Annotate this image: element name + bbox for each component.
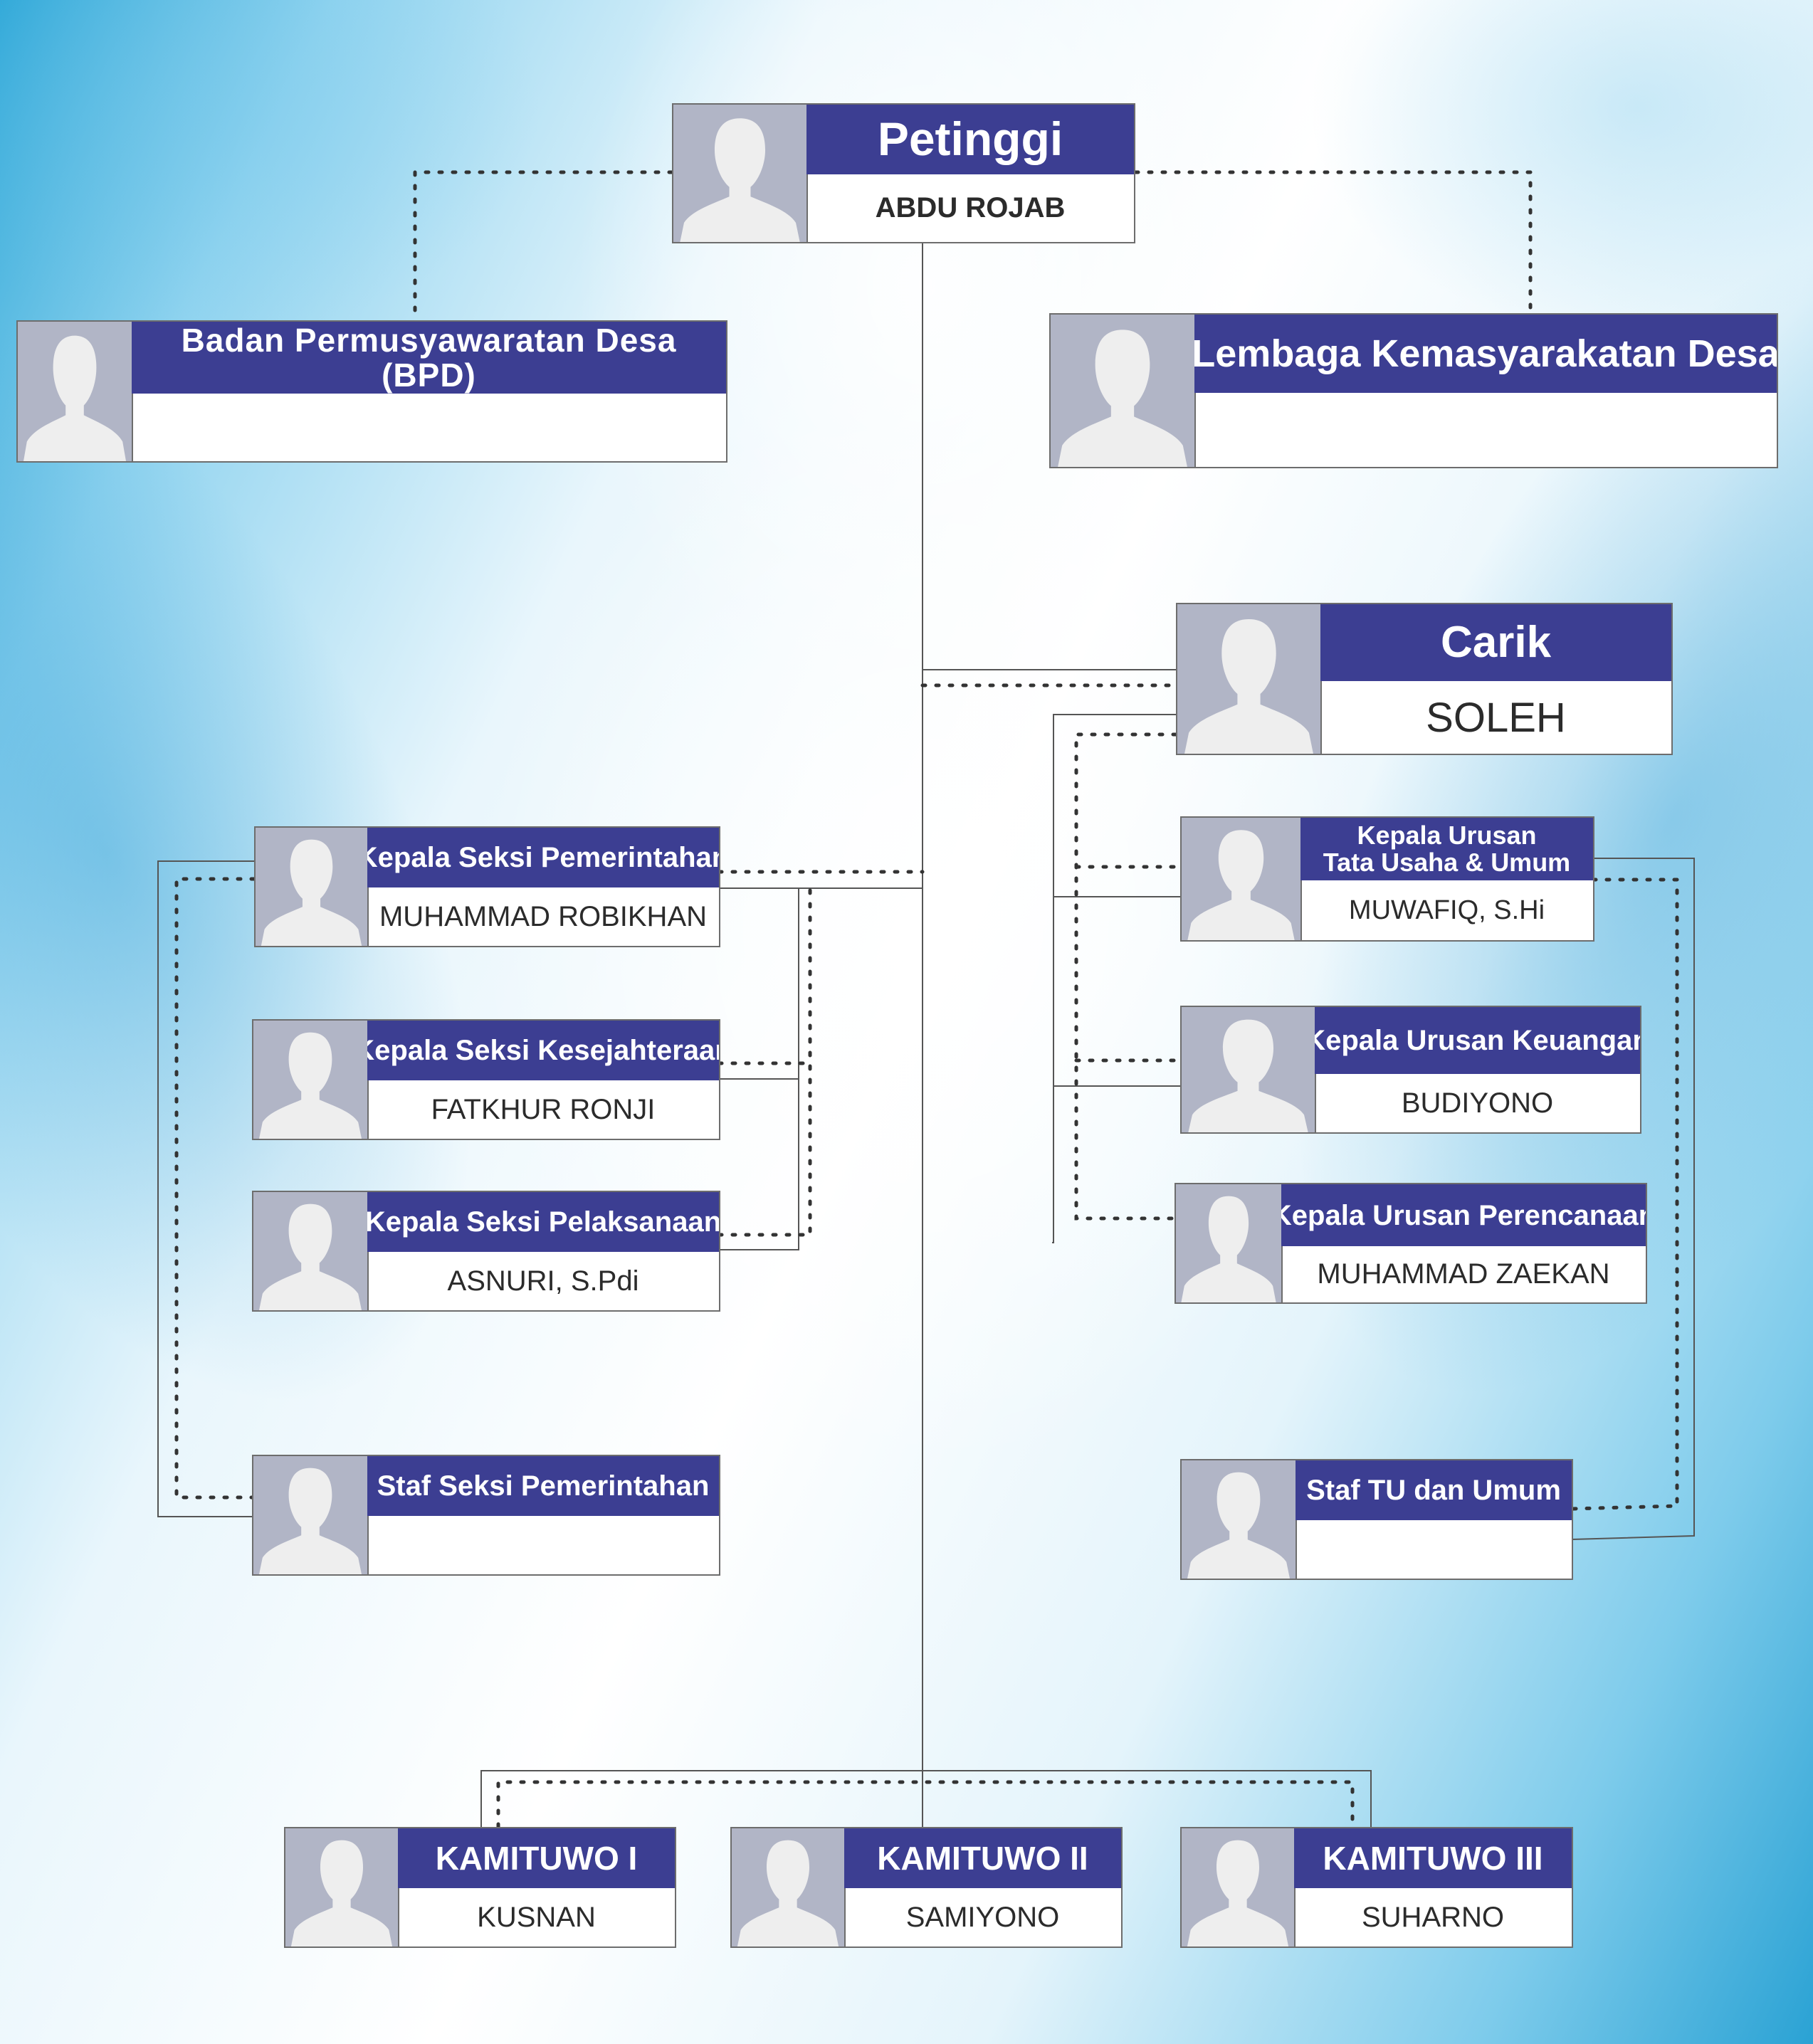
title-title-line2: (BPD) — [382, 356, 476, 394]
position-title: KAMITUWO I — [398, 1828, 675, 1888]
person-silhouette-icon — [290, 1840, 393, 1946]
person-silhouette-icon — [737, 1840, 839, 1946]
person-silhouette-icon — [1187, 830, 1295, 940]
person-name — [367, 1516, 719, 1574]
photo-placeholder — [18, 322, 133, 461]
position-title: KAMITUWO II — [844, 1828, 1121, 1888]
person-silhouette-icon — [259, 1032, 362, 1139]
person-name: SUHARNO — [1361, 1901, 1505, 1933]
title-title-line1: Badan Permusyawaratan Desa — [181, 322, 677, 359]
card-kamituwo-1: KAMITUWO I KUSNAN — [284, 1827, 676, 1948]
photo-placeholder — [732, 1828, 846, 1946]
person-name — [1296, 1520, 1572, 1579]
person-silhouette-icon — [1187, 1840, 1289, 1946]
card-staf-pemerintahan: Staf Seksi Pemerintahan — [252, 1455, 720, 1576]
photo-placeholder — [1051, 315, 1196, 467]
person-name: FATKHUR RONJI — [431, 1093, 656, 1125]
position-title: Staf TU dan Umum — [1296, 1460, 1572, 1520]
person-name: KUSNAN — [477, 1901, 596, 1933]
person-name: SOLEH — [1426, 694, 1566, 741]
person-silhouette-icon — [259, 1468, 362, 1574]
card-staf-tu: Staf TU dan Umum — [1180, 1459, 1573, 1580]
person-silhouette-icon — [1058, 330, 1187, 467]
person-silhouette-icon — [261, 839, 362, 946]
person-name: SAMIYONO — [905, 1901, 1060, 1933]
person-name: BUDIYONO — [1401, 1087, 1554, 1119]
photo-placeholder — [285, 1828, 399, 1946]
person-silhouette-icon — [1188, 1019, 1308, 1132]
photo-placeholder — [253, 1192, 369, 1310]
person-name: ABDU ROJAB — [875, 192, 1066, 223]
position-title: Kepala Urusan Perencanaan — [1281, 1184, 1646, 1246]
person-silhouette-icon — [259, 1203, 362, 1310]
position-title: Kepala Seksi Pelaksanaan — [367, 1192, 719, 1252]
photo-placeholder — [1182, 1460, 1297, 1579]
photo-placeholder — [1177, 604, 1322, 754]
position-title: Petinggi — [806, 105, 1134, 174]
position-title: Kepala Seksi Kesejahteraan — [367, 1021, 719, 1080]
card-bpd: Badan Permusyawaratan Desa(BPD) — [16, 320, 727, 463]
person-name: MUHAMMAD ROBIKHAN — [379, 900, 708, 932]
solid-connectors — [157, 243, 1695, 1827]
position-title: Kepala Seksi Pemerintahan — [367, 828, 719, 887]
position-title: Lembaga Kemasyarakatan Desa — [1194, 315, 1777, 393]
person-silhouette-icon — [1184, 619, 1313, 754]
person-name: ASNURI, S.Pdi — [447, 1265, 639, 1297]
title-title-line2: Tata Usaha & Umum — [1323, 848, 1571, 877]
title-title-line1: Kepala Urusan — [1357, 821, 1537, 850]
position-title: Kepala Urusan Keuangan — [1315, 1007, 1640, 1074]
person-silhouette-icon — [680, 118, 800, 242]
position-title: KAMITUWO III — [1294, 1828, 1572, 1888]
position-title: Staf Seksi Pemerintahan — [367, 1456, 719, 1516]
card-lkd: Lembaga Kemasyarakatan Desa — [1049, 313, 1778, 468]
person-silhouette-icon — [23, 335, 126, 461]
photo-placeholder — [1182, 818, 1302, 940]
photo-placeholder — [1176, 1184, 1283, 1302]
photo-placeholder — [256, 828, 369, 946]
photo-placeholder — [253, 1456, 369, 1574]
person-name: MUWAFIQ, S.Hi — [1348, 895, 1545, 925]
card-kamituwo-2: KAMITUWO II SAMIYONO — [730, 1827, 1123, 1948]
position-title: Badan Permusyawaratan Desa(BPD) — [132, 322, 726, 394]
person-silhouette-icon — [1181, 1196, 1276, 1302]
card-kamituwo-3: KAMITUWO III SUHARNO — [1180, 1827, 1573, 1948]
person-name — [132, 394, 726, 461]
position-title: Carik — [1320, 604, 1671, 681]
person-name: MUHAMMAD ZAEKAN — [1317, 1258, 1610, 1290]
photo-placeholder — [673, 105, 808, 242]
photo-placeholder — [1182, 1828, 1296, 1946]
dotted-connectors — [174, 170, 1679, 1829]
photo-placeholder — [253, 1021, 369, 1139]
photo-placeholder — [1182, 1007, 1316, 1132]
person-silhouette-icon — [1187, 1472, 1290, 1579]
person-name — [1194, 393, 1777, 467]
